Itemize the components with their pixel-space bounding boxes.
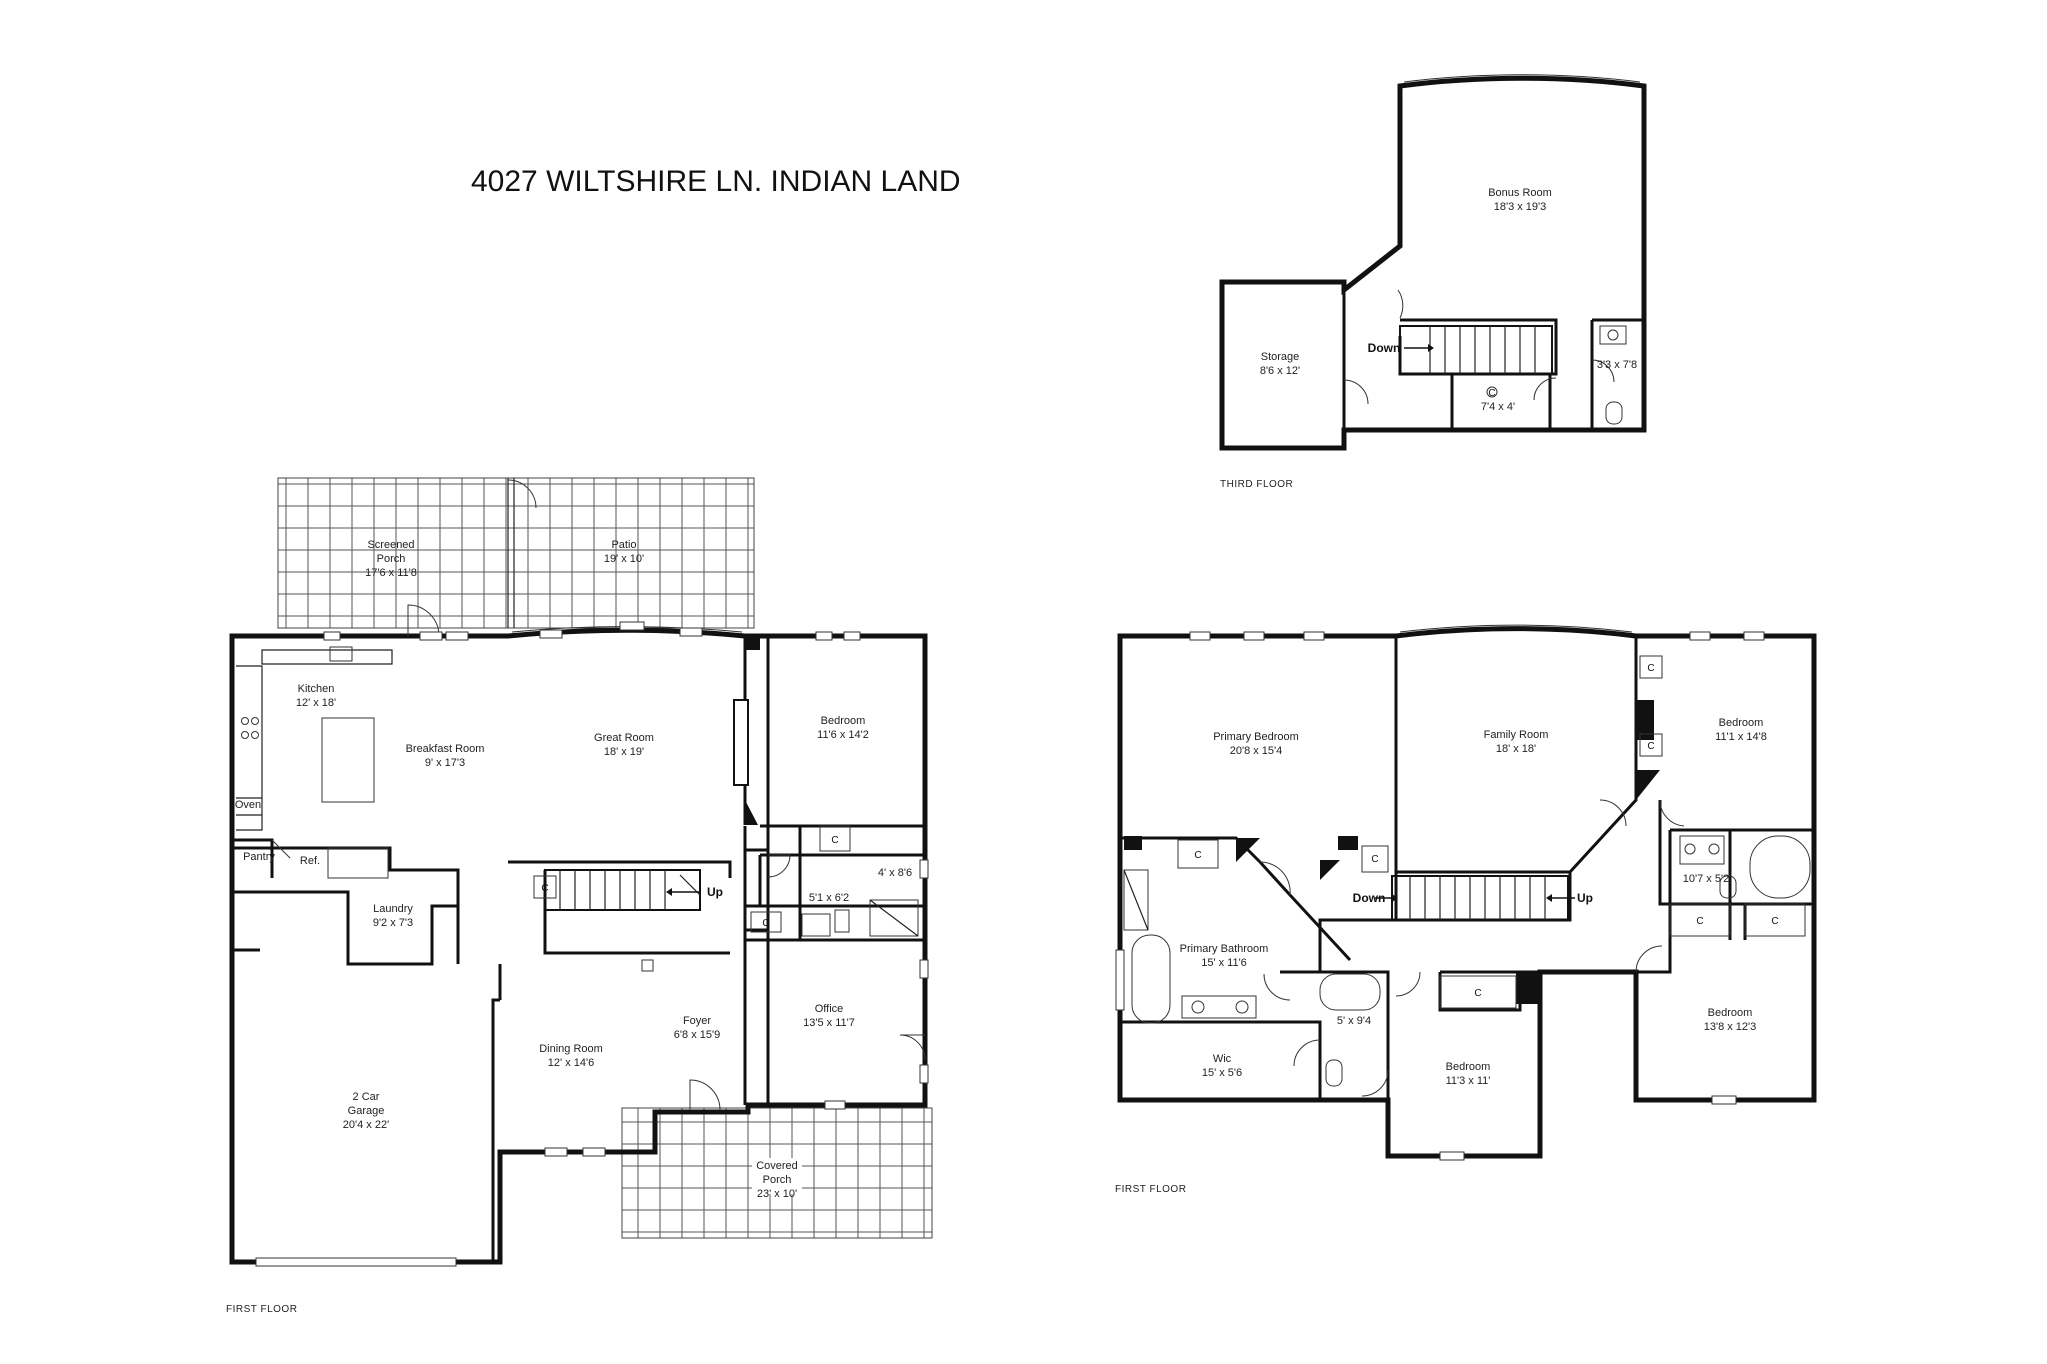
main-floor-plan [229, 477, 933, 1267]
bedroom-se-label: Bedroom [1708, 1007, 1753, 1019]
third-exterior-walls [1219, 75, 1647, 451]
office-label: Office [815, 1003, 844, 1015]
bedroom-se-dim: 13'8 x 12'3 [1704, 1021, 1757, 1033]
screened-porch-patio-tiles [277, 477, 755, 629]
bedroom-s-dim: 11'3 x 11' [1446, 1075, 1491, 1087]
kitchen-dim: 12' x 18' [296, 697, 336, 709]
upper-closet-mark-5: C [1696, 916, 1703, 927]
covered-porch-dim: 23' x 10' [757, 1188, 797, 1200]
upper-staircase [1375, 875, 1575, 921]
family-room-label: Family Room [1484, 729, 1549, 741]
third-floor-labels: Bonus Room 18'3 x 19'3 Storage 8'6 x 12'… [1220, 187, 1637, 490]
upper-floor-labels: Primary Bedroom 20'8 x 15'4 Family Room … [1115, 663, 1779, 1195]
bonus-room-dim: 18'3 x 19'3 [1494, 201, 1547, 213]
dining-room-label: Dining Room [539, 1043, 603, 1055]
main-bedroom-label: Bedroom [821, 715, 866, 727]
oven-label: Oven [235, 799, 261, 811]
primary-bedroom-dim: 20'8 x 15'4 [1230, 745, 1283, 757]
third-closet-mark: C [1488, 388, 1495, 399]
upper-floor-caption: FIRST FLOOR [1115, 1184, 1186, 1195]
bath-small-dim: 5' x 9'4 [1337, 1015, 1371, 1027]
third-staircase [1399, 325, 1553, 375]
kitchen-island [321, 717, 375, 803]
wic-dim: 15' x 5'6 [1202, 1067, 1242, 1079]
bonus-room-label: Bonus Room [1488, 187, 1552, 199]
third-floor-caption: THIRD FLOOR [1220, 479, 1293, 490]
foyer-label: Foyer [683, 1015, 711, 1027]
plan-title: 4027 WILTSHIRE LN. INDIAN LAND [471, 165, 961, 198]
upper-closet-mark-6: C [1771, 916, 1778, 927]
main-stair-up-label: Up [707, 885, 723, 899]
family-room-dim: 18' x 18' [1496, 743, 1536, 755]
primary-bath-dim: 15' x 11'6 [1201, 957, 1247, 969]
storage-label: Storage [1261, 351, 1300, 363]
great-room-dim: 18' x 19' [604, 746, 644, 758]
bath-ne-dim: 10'7 x 5'2 [1683, 873, 1729, 885]
upper-closet-mark-1: C [1194, 850, 1201, 861]
third-closet-dim: 7'4 x 4' [1481, 401, 1515, 413]
primary-bath-label: Primary Bathroom [1180, 943, 1269, 955]
main-closet-mark-1: C [541, 883, 548, 894]
ref-label: Ref. [300, 855, 320, 867]
main-closet-mark-2: C [831, 835, 838, 846]
patio-label: Patio [611, 539, 636, 551]
primary-bedroom-label: Primary Bedroom [1213, 731, 1299, 743]
laundry-dim: 9'2 x 7'3 [373, 917, 413, 929]
bedroom-ne-dim: 11'1 x 14'8 [1715, 731, 1767, 743]
great-room-label: Great Room [594, 732, 654, 744]
upper-stair-down-label: Down [1353, 891, 1386, 905]
kitchen-label: Kitchen [298, 683, 335, 695]
patio-dim: 19' x 10' [604, 553, 644, 565]
pantry-label: Pantry [243, 851, 275, 863]
upper-closet-mark-3: C [1647, 663, 1654, 674]
upper-closet-mark-7: C [1474, 988, 1481, 999]
upper-stair-up-label: Up [1577, 891, 1593, 905]
bedroom-ne-label: Bedroom [1719, 717, 1764, 729]
bedroom-s-label: Bedroom [1446, 1061, 1491, 1073]
screened-porch-dim: 17'6 x 11'8 [365, 567, 417, 579]
dining-room-dim: 12' x 14'6 [548, 1057, 594, 1069]
third-stair-down-label: Down [1368, 341, 1401, 355]
main-floor-caption: FIRST FLOOR [226, 1304, 297, 1315]
wic-label: Wic [1213, 1053, 1232, 1065]
breakfast-room-dim: 9' x 17'3 [425, 757, 465, 769]
third-bath-dim: 3'3 x 7'8 [1597, 359, 1637, 371]
upper-closet-mark-2: C [1371, 854, 1378, 865]
upper-closet-mark-4: C [1647, 741, 1654, 752]
breakfast-room-label: Breakfast Room [406, 743, 485, 755]
laundry-label: Laundry [373, 903, 413, 915]
bath-a-dim: 4' x 8'6 [878, 867, 912, 879]
third-floor-plan [1219, 74, 1647, 451]
main-staircase [544, 869, 701, 911]
bath-b-dim: 5'1 x 6'2 [809, 892, 849, 904]
office-dim: 13'5 x 11'7 [803, 1017, 855, 1029]
main-bedroom-dim: 11'6 x 14'2 [817, 729, 869, 741]
foyer-dim: 6'8 x 15'9 [674, 1029, 720, 1041]
upper-floor-plan [1115, 624, 1817, 1161]
storage-dim: 8'6 x 12' [1260, 365, 1300, 377]
garage-dim: 20'4 x 22' [343, 1119, 389, 1131]
main-closet-mark-3: C [762, 918, 769, 929]
